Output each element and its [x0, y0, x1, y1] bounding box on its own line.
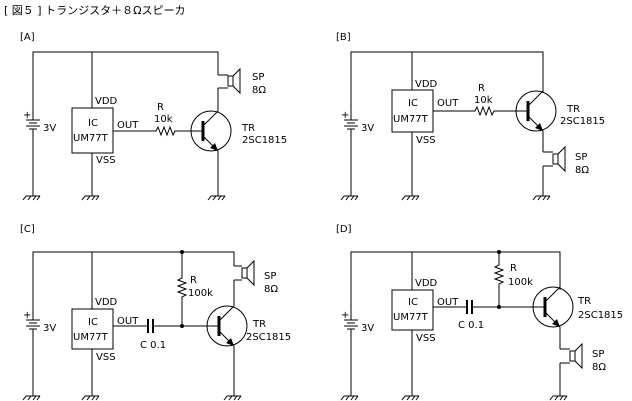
tr-part-b: 2SC1815: [560, 116, 605, 127]
ground-symbol: [81, 387, 100, 401]
panel-label-b: [B]: [336, 32, 351, 43]
ground-symbol: [401, 187, 420, 201]
battery-voltage-a: 3V: [43, 123, 56, 134]
figure-title: [ 図５ ] トランジスタ＋８Ωスピーカ: [4, 4, 185, 17]
ground-symbol: [81, 187, 100, 201]
r-value-b: 10k: [474, 95, 493, 106]
capacitor-c: [147, 318, 154, 334]
ground-symbol: [340, 387, 359, 401]
ground-symbol: [223, 387, 242, 401]
cap-label-c: C 0.1: [140, 340, 166, 351]
transistor-d: [531, 285, 575, 329]
out-label-d: OUT: [437, 297, 459, 308]
battery-symbol-c: [25, 319, 41, 330]
ic-part-a: UM77T: [73, 133, 109, 144]
tr-label-b: TR: [566, 104, 580, 115]
r-value-d: 100k: [508, 277, 533, 288]
battery-plus-c: +: [23, 310, 31, 321]
sp-ohm-a: 8Ω: [252, 85, 266, 96]
circuit-panel-b: [B] + 3V IC UM77T VDD OUT VSS R 10k TR 2…: [336, 32, 605, 201]
panel-label-d: [D]: [336, 224, 352, 235]
vdd-label-c: VDD: [95, 297, 118, 308]
out-label-a: OUT: [117, 120, 139, 131]
vss-label-b: VSS: [416, 135, 436, 146]
capacitor-d: [466, 299, 473, 315]
panel-label-a: [A]: [20, 32, 35, 43]
circuit-panel-a: [A] + 3V IC UM77T VDD OUT VSS R 10k TR 2…: [20, 32, 287, 201]
battery-voltage-c: 3V: [43, 323, 56, 334]
speaker-a: [227, 68, 241, 94]
ic-part-c: UM77T: [73, 332, 109, 343]
tr-part-c: 2SC1815: [246, 332, 291, 343]
ic-box-d: [391, 289, 434, 331]
ground-symbol: [207, 187, 226, 201]
ic-label-b: IC: [408, 98, 418, 109]
r-value-c: 100k: [188, 288, 213, 299]
ic-label-d: IC: [408, 297, 418, 308]
sp-label-d: SP: [592, 349, 604, 360]
circuit-panel-c: [C] R 100k + 3V IC UM77T VDD OUT VSS C 0…: [20, 224, 291, 401]
speaker-d: [569, 343, 583, 369]
ground-symbol: [22, 187, 41, 201]
vss-label-d: VSS: [416, 333, 436, 344]
tr-label-a: TR: [241, 123, 255, 134]
tr-label-c: TR: [252, 319, 266, 330]
sp-label-c: SP: [264, 271, 276, 282]
ic-label-a: IC: [88, 118, 98, 129]
resistor-d: [494, 261, 504, 287]
sp-label-a: SP: [252, 72, 264, 83]
r-label-a: R: [157, 102, 164, 113]
vdd-label-a: VDD: [95, 96, 118, 107]
tr-label-d: TR: [577, 296, 591, 307]
transistor-a: [189, 109, 233, 153]
tr-part-a: 2SC1815: [242, 135, 287, 146]
speaker-c: [241, 260, 255, 286]
ic-box-a: [71, 107, 114, 154]
circuit-panel-d: [D] R 100k + 3V IC UM77T VDD OUT VSS C 0…: [336, 224, 623, 401]
out-label-c: OUT: [117, 316, 139, 327]
ic-label-c: IC: [88, 317, 98, 328]
tr-part-d: 2SC1815: [578, 310, 623, 321]
vss-label-a: VSS: [96, 155, 116, 166]
sp-ohm-c: 8Ω: [264, 284, 278, 295]
battery-symbol-a: [25, 119, 41, 130]
battery-plus-b: +: [341, 110, 349, 121]
battery-plus-a: +: [23, 110, 31, 121]
sp-ohm-d: 8Ω: [592, 362, 606, 373]
sp-label-b: SP: [575, 152, 587, 163]
battery-voltage-b: 3V: [361, 123, 374, 134]
ic-box-b: [391, 89, 434, 133]
r-label-d: R: [510, 263, 517, 274]
transistor-b: [514, 89, 558, 133]
cap-label-d: C 0.1: [458, 320, 484, 331]
ground-symbol: [532, 187, 551, 201]
ground-symbol: [22, 387, 41, 401]
resistor-b: [471, 106, 497, 116]
resistor-c: [177, 274, 187, 300]
ground-symbol: [549, 387, 568, 401]
ic-box-c: [71, 308, 114, 350]
vdd-label-b: VDD: [415, 79, 438, 90]
battery-voltage-d: 3V: [361, 323, 374, 334]
out-label-b: OUT: [437, 98, 459, 109]
battery-symbol-d: [343, 319, 359, 330]
panel-label-c: [C]: [20, 224, 35, 235]
battery-plus-d: +: [341, 310, 349, 321]
vss-label-c: VSS: [96, 352, 116, 363]
transistor-c: [205, 304, 249, 348]
r-value-a: 10k: [154, 114, 173, 125]
ground-symbol: [340, 187, 359, 201]
r-label-c: R: [190, 275, 197, 286]
vdd-label-d: VDD: [415, 278, 438, 289]
ground-symbol: [401, 387, 420, 401]
sp-ohm-b: 8Ω: [575, 165, 589, 176]
ic-part-d: UM77T: [393, 312, 429, 323]
speaker-b: [552, 146, 566, 172]
battery-symbol-b: [343, 119, 359, 130]
r-label-b: R: [478, 83, 485, 94]
ic-part-b: UM77T: [393, 114, 429, 125]
resistor-a: [152, 126, 178, 136]
